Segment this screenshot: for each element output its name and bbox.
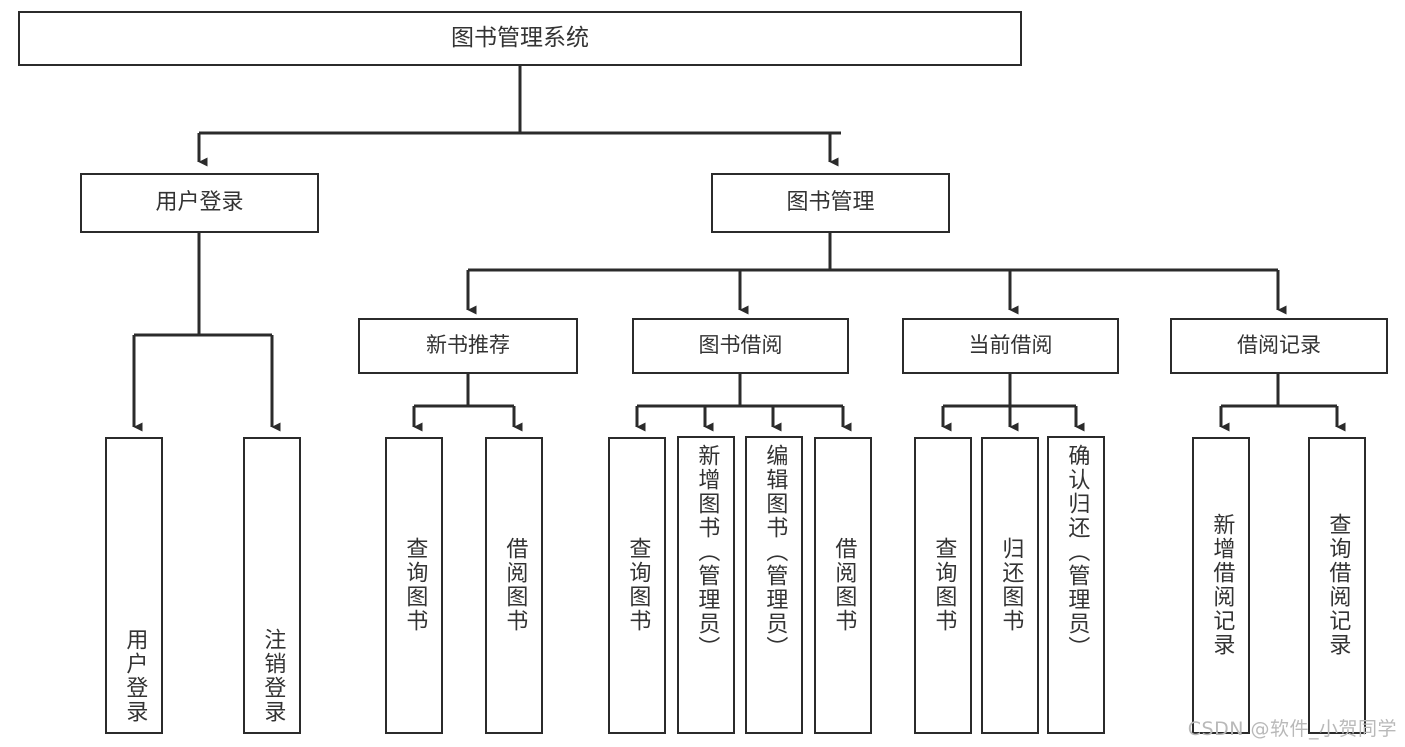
node-borrow-records[interactable]: 借阅记录	[1170, 318, 1388, 374]
node-label: 归还图书	[998, 536, 1024, 633]
node-label: 新书推荐	[426, 333, 510, 358]
node-label: 借阅记录	[1237, 333, 1321, 358]
leaf-user-login-login[interactable]: 用户登录	[105, 437, 163, 734]
node-book-management[interactable]: 图书管理	[711, 173, 950, 233]
leaf-borrow-query-book[interactable]: 查询图书	[608, 437, 666, 734]
leaf-borrow-add-book-admin[interactable]: 新增图书（管理员）	[677, 436, 735, 734]
node-label: 确认归还（管理员）	[1064, 444, 1090, 660]
leaf-user-login-logout[interactable]: 注销登录	[243, 437, 301, 734]
leaf-records-add-record[interactable]: 新增借阅记录	[1192, 437, 1250, 734]
leaf-borrow-edit-book-admin[interactable]: 编辑图书（管理员）	[745, 436, 803, 734]
node-label: 借阅图书	[502, 536, 528, 633]
leaf-current-query-book[interactable]: 查询图书	[914, 437, 972, 734]
leaf-borrow-borrow-book[interactable]: 借阅图书	[814, 437, 872, 734]
leaf-current-return-book[interactable]: 归还图书	[981, 437, 1039, 734]
node-label: 用户登录	[155, 189, 244, 215]
node-label: 当前借阅	[968, 333, 1053, 358]
node-label: 查询借阅记录	[1325, 512, 1351, 657]
node-label: 新增图书（管理员）	[694, 444, 720, 660]
leaf-records-query-record[interactable]: 查询借阅记录	[1308, 437, 1366, 734]
node-label: 用户登录	[122, 628, 148, 724]
node-label: 图书借阅	[698, 333, 783, 358]
node-label: 图书管理系统	[451, 24, 589, 51]
node-label: 查询图书	[402, 536, 428, 633]
leaf-new-book-borrow[interactable]: 借阅图书	[485, 437, 543, 734]
node-current-borrow[interactable]: 当前借阅	[902, 318, 1119, 374]
node-root-system[interactable]: 图书管理系统	[18, 11, 1022, 66]
node-user-login[interactable]: 用户登录	[80, 173, 319, 233]
node-new-book-recommend[interactable]: 新书推荐	[358, 318, 578, 374]
node-book-borrow[interactable]: 图书借阅	[632, 318, 849, 374]
node-label: 借阅图书	[831, 536, 857, 633]
leaf-current-confirm-return-admin[interactable]: 确认归还（管理员）	[1047, 436, 1105, 734]
node-label: 编辑图书（管理员）	[762, 444, 788, 660]
node-label: 查询图书	[931, 536, 957, 633]
node-label: 查询图书	[625, 536, 651, 633]
leaf-new-book-query[interactable]: 查询图书	[385, 437, 443, 734]
node-label: 注销登录	[260, 628, 286, 724]
node-label: 新增借阅记录	[1209, 512, 1235, 657]
node-label: 图书管理	[786, 189, 875, 215]
